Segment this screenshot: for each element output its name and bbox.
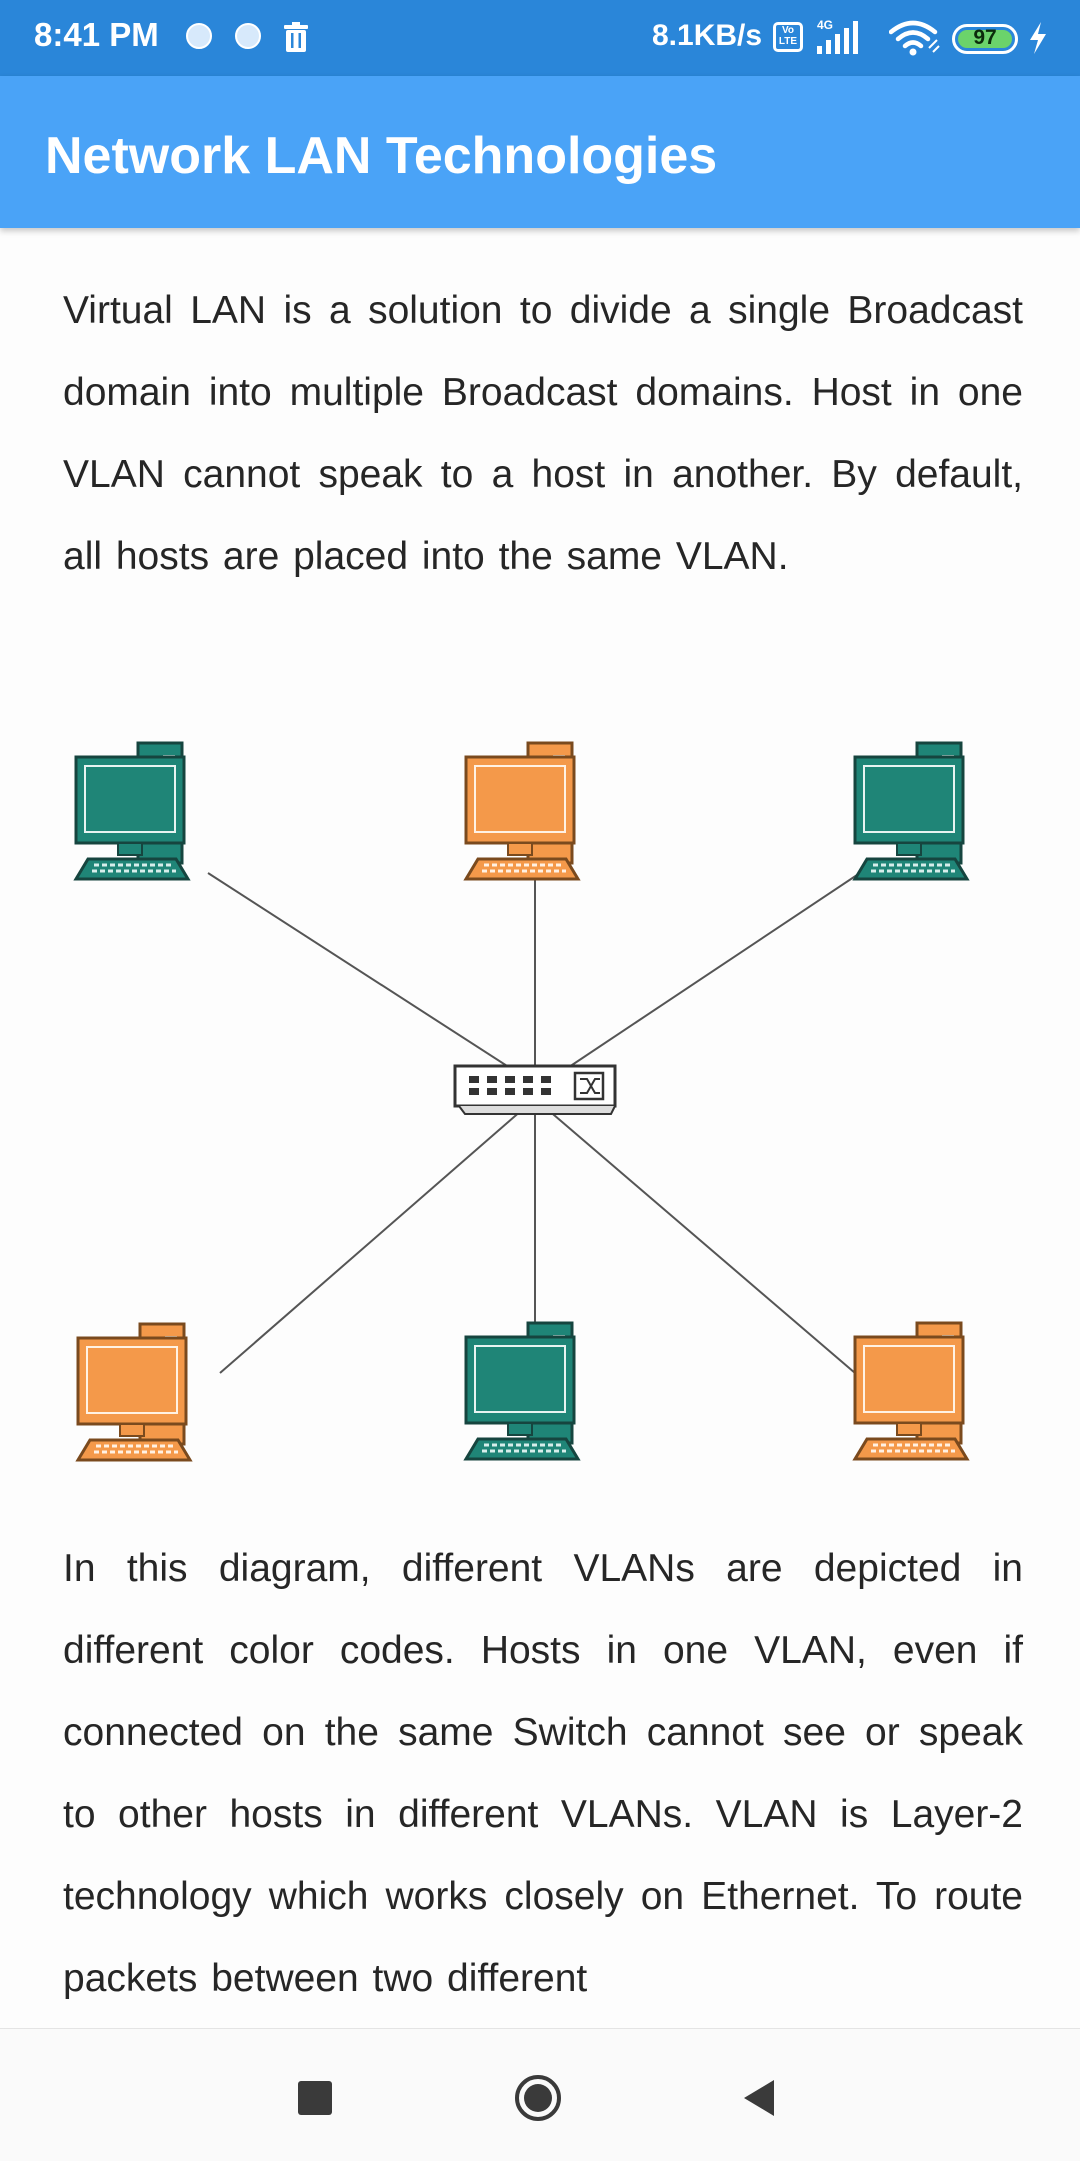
wifi-icon [889,20,940,56]
intro-paragraph: Virtual LAN is a solution to divide a si… [63,289,1023,578]
page-title: Network LAN Technologies [45,127,718,185]
host-top-right [845,737,969,881]
notification-dot-icon [186,23,212,49]
trash-icon [284,22,308,52]
network-links [207,872,861,1374]
host-bottom-left [76,1322,192,1462]
signal-icon: 4G [817,18,858,54]
status-time: 8:41 PM [34,16,159,53]
explanation-paragraph: In this diagram, different VLANs are dep… [63,1547,1023,2000]
volte-icon: Vo LTE [773,22,803,52]
back-button[interactable] [740,2077,778,2119]
status-bar: 8:41 PM 8.1KB/s Vo LTE 4G 97 [0,0,1080,76]
host-bottom-center [456,1317,580,1461]
article-content: Virtual LAN is a solution to divide a si… [0,228,1080,2028]
vlan-diagram [66,737,969,1462]
notification-dot-icon [235,23,261,49]
host-bottom-right [853,1321,969,1461]
battery-icon: 97 [952,24,1018,54]
system-nav-bar [0,2028,1080,2161]
switch-icon [453,1064,617,1115]
recent-apps-button[interactable] [298,2081,332,2115]
host-top-center [464,741,580,881]
host-top-left [66,737,190,881]
home-button[interactable] [513,2073,563,2123]
battery-level: 97 [973,26,997,49]
app-bar: Network LAN Technologies [0,76,1080,228]
charging-bolt-icon [1030,22,1046,54]
network-speed: 8.1KB/s [652,19,763,52]
signal-type-label: 4G [817,18,833,32]
